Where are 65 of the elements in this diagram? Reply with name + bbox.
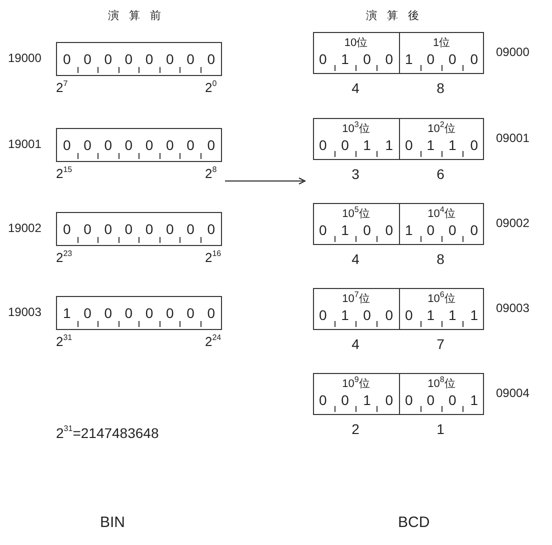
bit-weight-label: 2$^{15}$ (56, 166, 72, 181)
bit-values: 0 1 0 0 (319, 222, 393, 238)
decimal-digit: 3 (350, 166, 360, 182)
digit-place-label: 10$^{3}$位 (341, 121, 371, 136)
address-label: 09003 (496, 301, 530, 315)
decimal-digit: 4 (350, 80, 360, 96)
address-label: 09004 (496, 386, 530, 400)
register-box (313, 373, 484, 415)
digit-place-label: 10$^{9}$位 (341, 376, 371, 391)
decimal-digit: 7 (436, 336, 446, 352)
column-caption: BIN (100, 514, 126, 531)
bit-values: 0 1 0 0 (319, 307, 393, 323)
bit-weight-label: 2$^{8}$ (205, 166, 217, 181)
address-label: 19002 (8, 221, 42, 235)
digit-place-label: 10$^{6}$位 (426, 291, 456, 306)
address-label: 09000 (496, 45, 530, 59)
register-box (56, 128, 222, 162)
digit-place-label: 10$^{7}$位 (341, 291, 371, 306)
bit-values: 0 0 0 1 (405, 392, 478, 408)
address-label: 19003 (8, 305, 42, 319)
decimal-digit: 1 (436, 421, 446, 437)
bit-weight-label: 2$^{0}$ (205, 80, 217, 95)
decimal-digit: 8 (436, 251, 446, 267)
digit-place-label: 10$^{5}$位 (341, 206, 371, 221)
address-label: 09002 (496, 216, 530, 230)
register-box (56, 42, 222, 76)
digit-place-label: 10$^{8}$位 (426, 376, 456, 391)
bit-weight-label: 2$^{24}$ (205, 334, 222, 349)
bit-values: 0 0 0 0 0 0 0 0 (63, 51, 215, 67)
bit-values: 0 0 0 0 0 0 0 0 (63, 221, 215, 237)
register-box (313, 118, 484, 160)
address-label: 19000 (8, 51, 42, 65)
bit-values: 0 0 1 1 (319, 137, 393, 153)
bit-values: 1 0 0 0 0 0 0 0 (63, 305, 215, 321)
bit-values: 1 0 0 0 (405, 222, 478, 238)
column-heading: 演算後 (366, 8, 429, 23)
decimal-digit: 4 (350, 336, 360, 352)
register-box (313, 32, 484, 74)
digit-place-label: 10位 (343, 36, 369, 50)
address-label: 19001 (8, 137, 42, 151)
decimal-digit: 6 (436, 166, 446, 182)
formula-note: 2$^{31}$=2147483648 (56, 425, 159, 441)
bit-weight-label: 2$^{16}$ (205, 250, 222, 265)
bit-weight-label: 2$^{7}$ (56, 80, 68, 95)
bit-values: 0 0 1 0 (319, 392, 393, 408)
digit-place-label: 10$^{2}$位 (426, 121, 456, 136)
bit-values: 0 1 0 0 (319, 51, 393, 67)
bit-weight-label: 2$^{31}$ (56, 334, 72, 349)
bit-values: 0 1 1 1 (405, 307, 478, 323)
decimal-digit: 4 (350, 251, 360, 267)
register-box (56, 212, 222, 246)
decimal-digit: 8 (436, 80, 446, 96)
bit-values: 0 0 0 0 0 0 0 0 (63, 137, 215, 153)
digit-place-label: 10$^{4}$位 (426, 206, 456, 221)
bit-values: 1 0 0 0 (405, 51, 478, 67)
address-label: 09001 (496, 131, 530, 145)
bit-values: 0 1 1 0 (405, 137, 478, 153)
digit-place-label: 1位 (432, 36, 452, 50)
register-box (313, 203, 484, 245)
register-box (313, 288, 484, 330)
column-heading: 演算前 (108, 8, 171, 23)
column-caption: BCD (398, 514, 430, 531)
register-box (56, 296, 222, 330)
bit-weight-label: 2$^{23}$ (56, 250, 72, 265)
decimal-digit: 2 (350, 421, 360, 437)
